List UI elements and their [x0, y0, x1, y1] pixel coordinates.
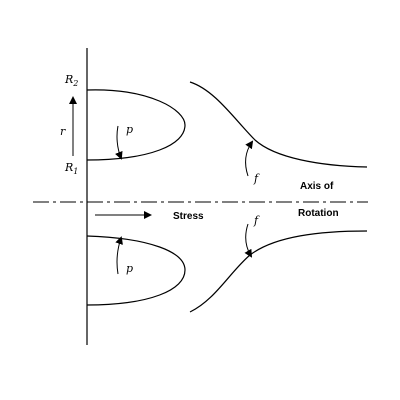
- r2-label: R2: [64, 73, 78, 88]
- r1-label: R1: [64, 161, 78, 176]
- axis-label-line2: Rotation: [298, 208, 339, 219]
- f-arrow-bottom: [244, 223, 253, 258]
- f-arrow-top: [245, 140, 254, 177]
- p-curve-top: [86, 89, 186, 161]
- stress-label: Stress: [173, 211, 204, 222]
- p-label-top: p: [126, 123, 133, 136]
- f-curve-top: [189, 81, 368, 168]
- f-curve-bottom: [189, 230, 368, 313]
- axis-label-line1: Axis of: [300, 181, 334, 192]
- p-curve-bottom: [86, 235, 186, 306]
- p-label-bottom: p: [126, 262, 133, 275]
- r-label: r: [60, 125, 66, 138]
- p-arrow-bottom: [115, 236, 123, 275]
- p-arrow-top: [115, 125, 123, 160]
- f-label-bottom: f: [253, 214, 260, 227]
- f-label-top: f: [253, 172, 260, 185]
